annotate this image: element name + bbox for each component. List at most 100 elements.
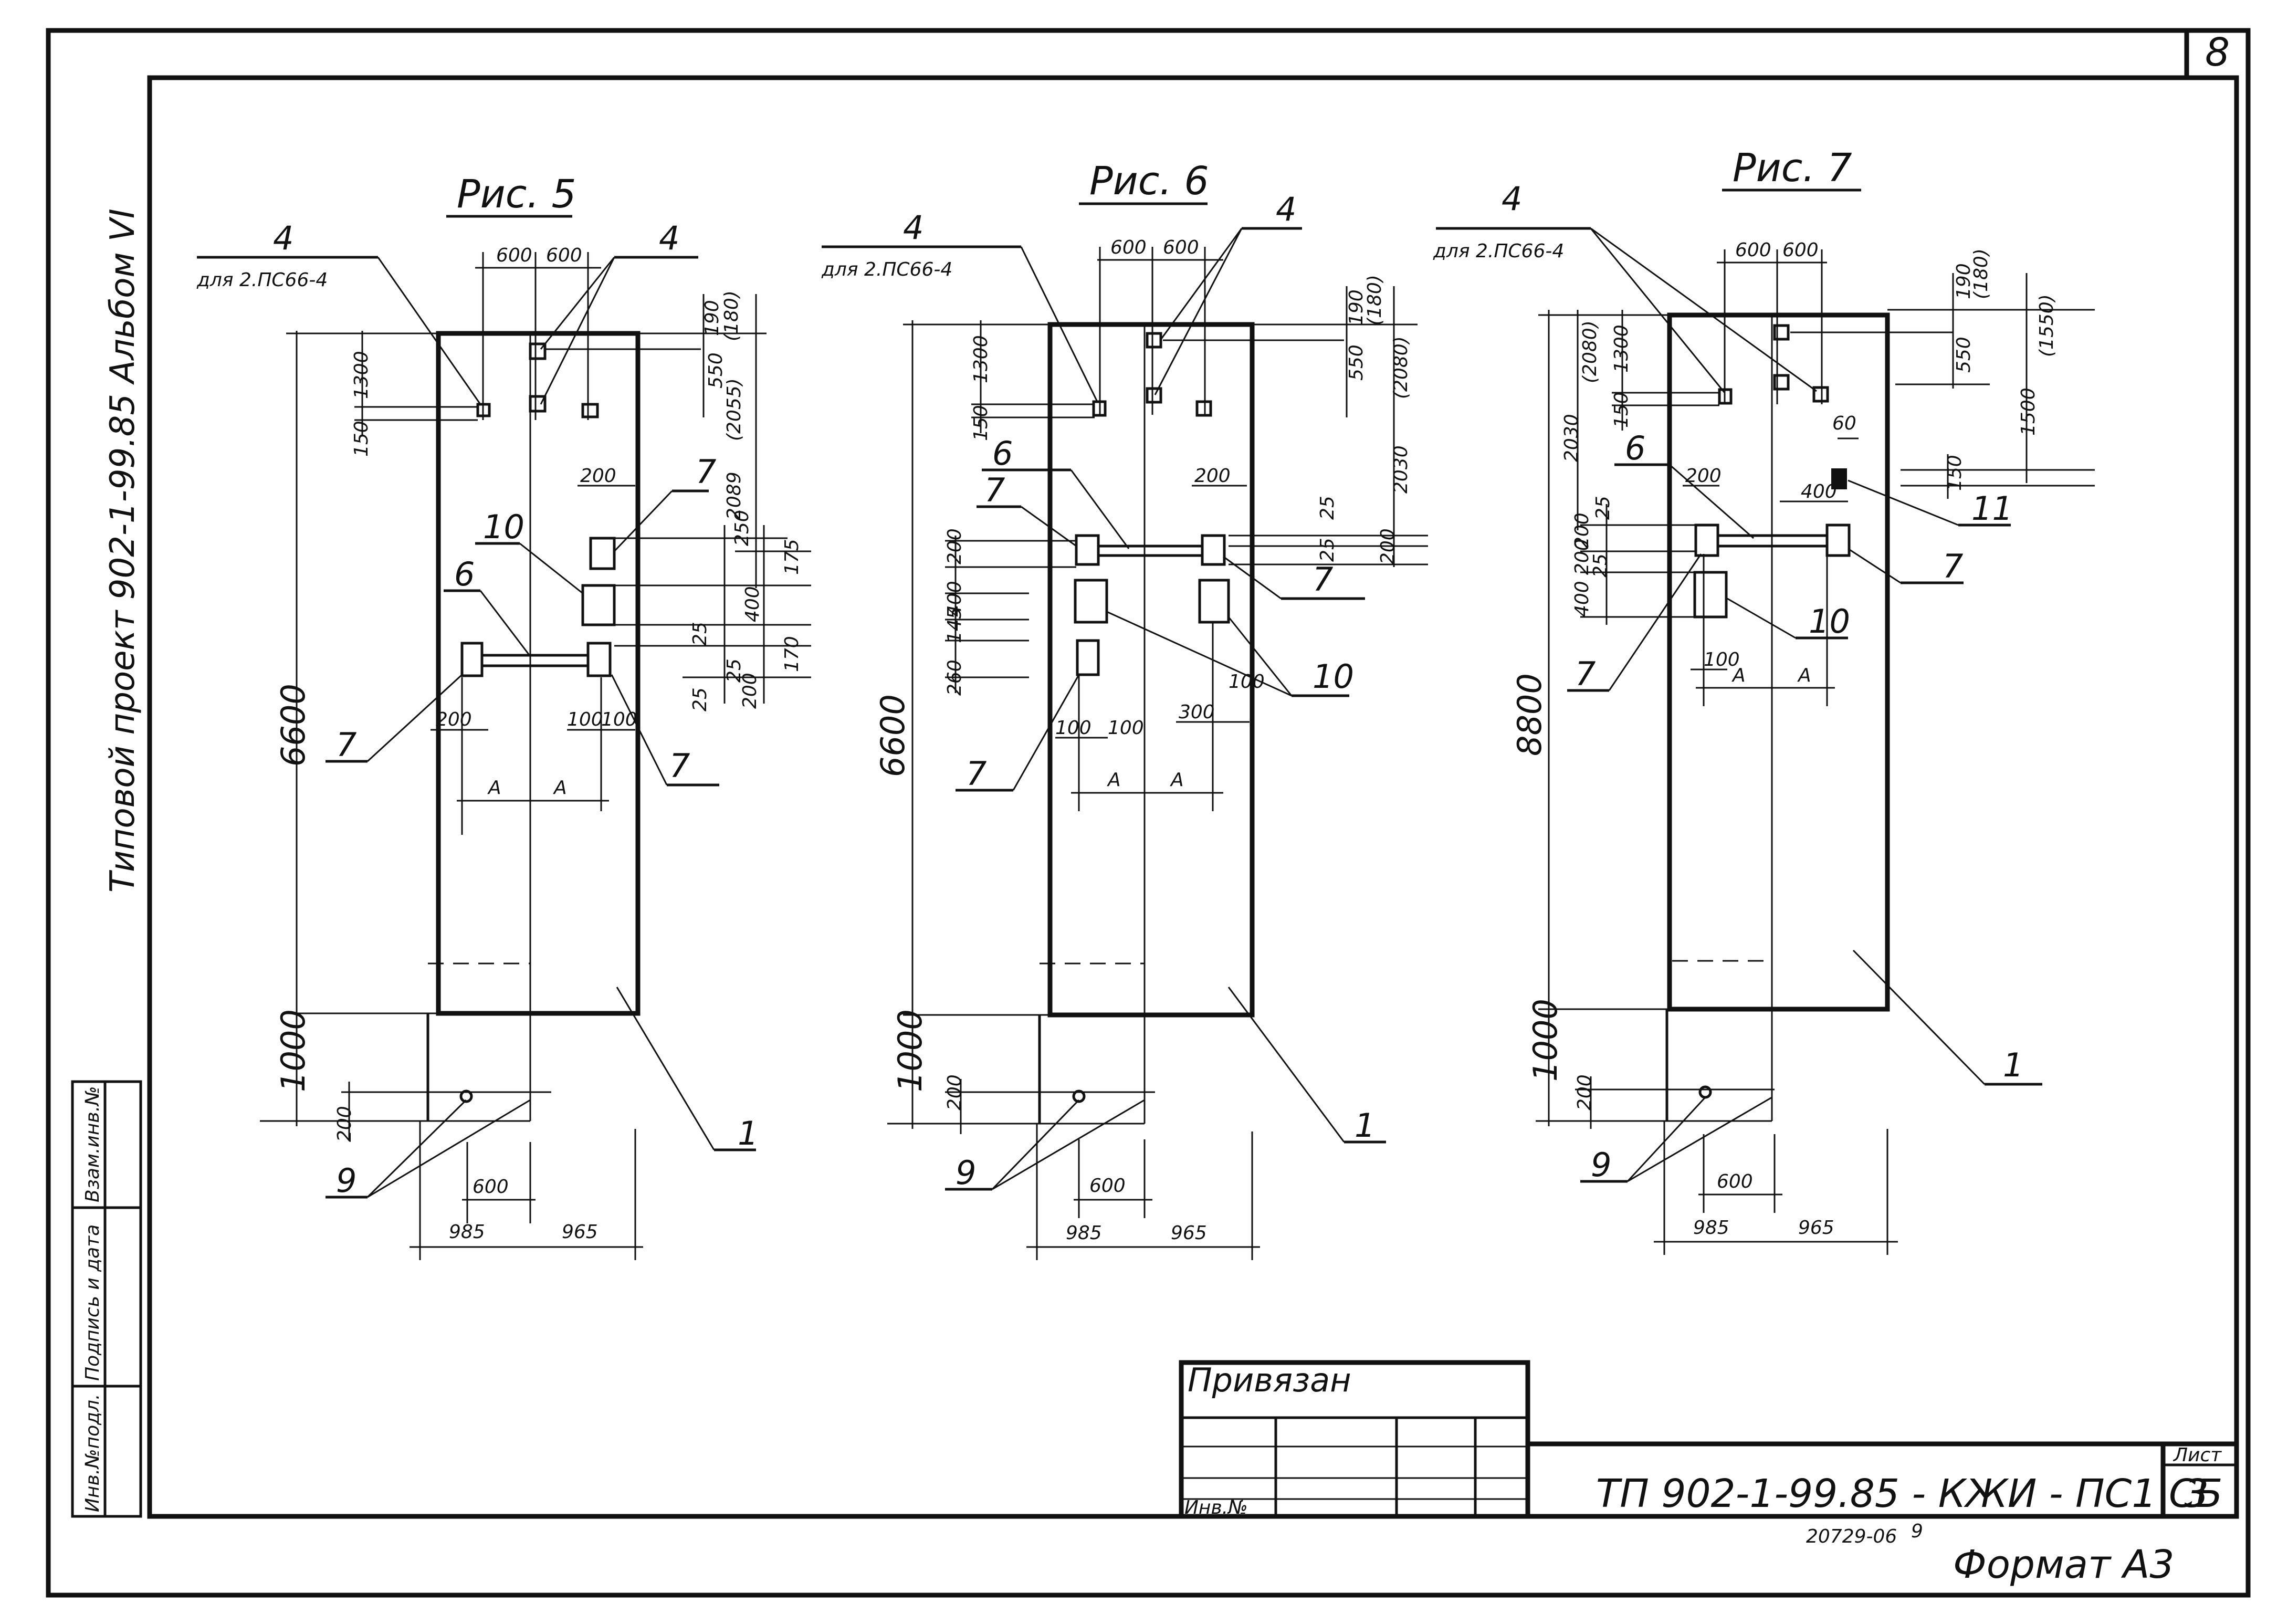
lifting-hole-9 [459,1089,473,1103]
dim-600: 600 [1735,239,1771,261]
dim-600: 600 [1717,1171,1753,1192]
dim-a: A [1797,665,1811,686]
dim-150: 150 [970,405,992,441]
inv-no-label: Инв.№ [1184,1497,1248,1518]
dim-180: (180) [1970,248,1992,299]
embed-part-4 [1773,324,1790,341]
embed-part-4 [581,403,599,418]
callout-6: 6 [1625,429,1645,467]
dim-6600: 6600 [874,694,912,777]
callout-10: 10 [1809,602,1850,641]
figure-title: Рис. 5 [457,172,576,217]
drawing-designation: ТП 902-1-99.85 - КЖИ - ПС1 СБ [1596,1471,2222,1516]
dim-145: 145 [944,607,965,643]
embed-part-4 [1195,400,1212,417]
dim-1500: 1500 [2018,387,2039,436]
dim-260: 260 [944,659,965,696]
dim-200: 200 [580,465,616,487]
dim-600: 600 [473,1176,509,1198]
dim-100: 100 [1108,717,1144,739]
callout-4: 4 [659,219,679,257]
embed-part-7 [460,642,484,677]
callout-10: 10 [1313,657,1354,696]
dim-200: 200 [1194,465,1231,487]
callout-4: 4 [1276,190,1296,228]
embed-part-7 [1694,523,1719,557]
dim-200: 200 [436,709,472,730]
dim-60: 60 [1832,413,1856,434]
callout-1: 1 [2003,1046,2023,1084]
side-stamp: Инв.№подл. Подпись и дата Взам.инв.№ [71,1080,142,1518]
panel-outline [1047,322,1255,1018]
dim-600: 600 [546,245,582,266]
dim-170: 170 [781,636,803,672]
dim-a: A [487,777,501,799]
dim-600: 600 [1782,239,1819,261]
callout-4: 4 [1502,180,1522,218]
dim-100: 100 [567,709,603,730]
dim-a: A [1731,665,1746,686]
callout-9: 9 [336,1161,356,1200]
dim-550: 550 [1346,344,1367,381]
callout-7: 7 [696,453,716,491]
dim-190: 190 [701,300,723,336]
dim-25: 25 [1317,496,1338,520]
dim-985: 985 [1066,1222,1102,1244]
dim-600: 600 [1089,1175,1126,1197]
dim-400: 400 [1801,481,1837,502]
dim-100: 100 [1704,649,1740,670]
embed-part-4 [1146,332,1162,349]
note-2ps66-4: для 2.ПС66-4 [821,259,952,280]
embed-part-11 [1831,468,1847,489]
dim-150: 150 [1944,455,1966,491]
dim-985: 985 [449,1221,485,1243]
stamp-inv-no: Инв.№подл. [82,1394,103,1512]
dim-400: 400 [742,586,763,622]
embed-part-10 [1693,571,1728,619]
figure-title: Рис. 6 [1089,159,1209,204]
dim-a: A [553,777,567,799]
embed-part-7 [1201,534,1226,566]
embed-part-7 [1825,523,1851,557]
dim-175: 175 [781,539,803,575]
dim-200: 200 [1571,512,1593,549]
callout-7: 7 [966,755,986,793]
callout-7: 7 [1575,655,1596,693]
outer-border [46,28,2251,1598]
panel-outline [436,331,641,1016]
dim-150: 150 [1611,392,1632,428]
dim-25: 25 [1592,496,1614,520]
dim-2080: (2080) [1579,320,1601,383]
dim-25: 25 [1590,553,1611,578]
dim-100: 100 [601,709,637,730]
sheet-label: Лист [2172,1444,2222,1466]
dim-180: (180) [1364,275,1386,326]
dim-965: 965 [1798,1217,1834,1239]
dim-2080: (2080) [1390,336,1412,399]
dim-1300: 1300 [1611,324,1632,373]
dim-600: 600 [1110,237,1147,258]
lifting-hole-9 [1698,1085,1712,1099]
dim-25: 25 [689,687,711,711]
callout-10: 10 [483,508,524,546]
figure-title: Рис. 7 [1733,145,1852,191]
callout-11: 11 [1971,489,2013,528]
callout-4: 4 [903,208,923,247]
archive-number: 20729-06 [1806,1526,1897,1547]
embed-part-4 [1812,386,1829,403]
dim-965: 965 [562,1221,598,1243]
embed-part-10 [1198,579,1230,624]
dim-550: 550 [705,352,727,389]
dim-6600: 6600 [274,684,312,767]
callout-9: 9 [956,1154,976,1192]
format-label: Формат А3 [1953,1542,2174,1587]
dim-2055: (2055) [723,378,745,441]
embed-part-4 [529,342,547,360]
embed-part-4 [1773,374,1790,391]
dim-150: 150 [351,421,372,457]
dim-25: 25 [689,622,711,646]
figure-5: Рис. 5 600 600 4 для 2.ПС66-4 4 [196,172,811,1260]
corner-number: 8 [2205,30,2230,75]
lifting-hole-9 [1072,1089,1086,1103]
dim-a: A [1107,769,1121,791]
